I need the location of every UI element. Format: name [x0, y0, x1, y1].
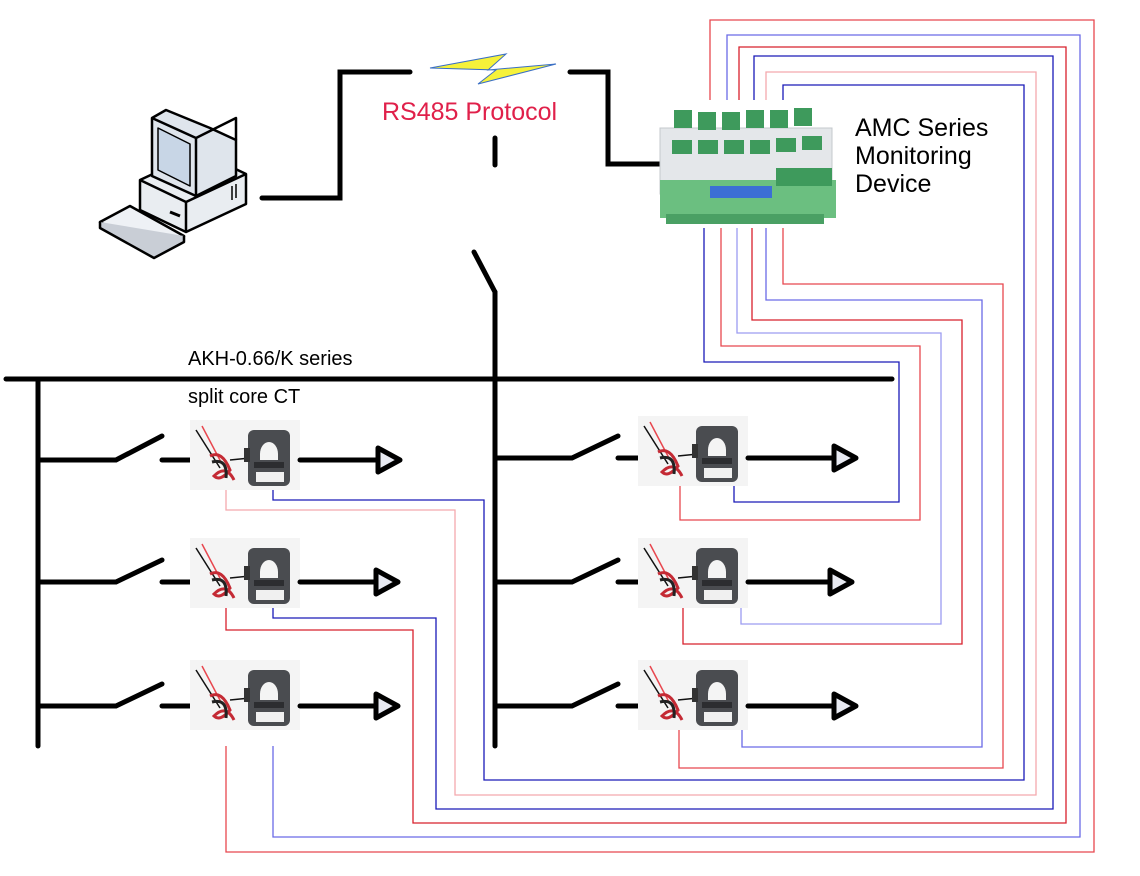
ct-type-label: split core CT	[188, 386, 301, 408]
arrow-icon	[375, 445, 403, 475]
wire-top-4	[272, 55, 1054, 810]
feeder-line	[35, 433, 165, 463]
wire-bot-3	[736, 228, 942, 625]
split-core-ct-icon	[188, 536, 302, 610]
split-core-ct-icon	[188, 418, 302, 492]
wire-top-6	[272, 84, 1025, 781]
feeder-R1	[492, 414, 859, 488]
split-core-ct-icon	[636, 536, 750, 610]
main-switch-icon	[471, 249, 498, 295]
wiring-bundle	[225, 19, 1095, 853]
wire-bot-1	[703, 228, 900, 503]
feeder-line	[35, 681, 165, 709]
rs485-cable-right	[567, 69, 663, 167]
feeder-line	[35, 557, 165, 585]
arrow-icon	[831, 443, 859, 473]
feeder-L2	[35, 536, 401, 610]
lightning-bolt-icon	[429, 53, 557, 85]
arrow-icon	[373, 691, 401, 721]
device-label: AMC Series Monitoring Device	[855, 114, 988, 198]
wire-bot-5	[741, 228, 983, 748]
device-label-line1: AMC Series	[855, 114, 989, 142]
wire-top-2	[272, 34, 1081, 838]
computer-icon	[98, 108, 248, 260]
feeder-line	[492, 681, 621, 709]
wire-bot-6	[678, 228, 1004, 769]
arrow-icon	[373, 567, 401, 597]
split-core-ct-icon	[636, 414, 750, 488]
wire-bot-4	[682, 228, 963, 645]
arrow-icon	[831, 691, 859, 721]
ct-series-label: AKH-0.66/K series	[188, 348, 353, 370]
feeder-L3	[35, 658, 401, 732]
wire-top-3	[225, 46, 1067, 824]
protocol-label: RS485 Protocol	[382, 98, 558, 126]
rs485-cable-left	[259, 69, 413, 201]
feeder-L1	[35, 418, 403, 492]
arrow-icon	[827, 567, 855, 597]
split-core-ct-icon	[188, 658, 302, 732]
split-core-ct-icon	[636, 658, 750, 732]
wire-top-5	[225, 71, 1037, 796]
device-label-line2: Monitoring	[855, 142, 972, 170]
feeder-line	[492, 433, 621, 461]
feeder-line	[492, 557, 621, 585]
device-label-line3: Device	[855, 170, 932, 198]
feeder-R2	[492, 536, 855, 610]
wire-bot-2	[679, 228, 921, 521]
din-rail-meter-icon	[659, 108, 836, 224]
single-line-diagram	[3, 69, 895, 749]
wire-top-1	[225, 19, 1095, 853]
feeder-R3	[492, 658, 859, 732]
